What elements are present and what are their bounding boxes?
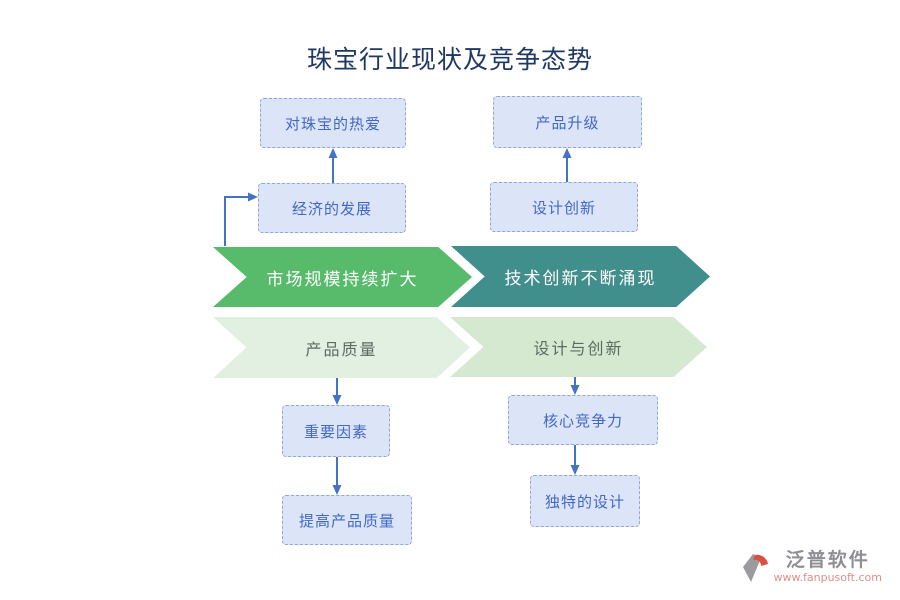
banner-design-and-innovation: 设计与创新 xyxy=(450,317,707,377)
box-product-upgrade: 产品升级 xyxy=(493,96,642,148)
watermark-url: www.fanpusoft.com xyxy=(773,570,882,584)
connector-economy-to-love xyxy=(328,148,338,183)
connector-quality-to-factor xyxy=(332,378,342,405)
banner-market-expansion: 市场规模持续扩大 xyxy=(213,247,472,307)
banner-tech-innovation: 技术创新不断涌现 xyxy=(451,246,710,307)
connector-banner-to-economy xyxy=(224,192,258,246)
watermark: 泛普软件 www.fanpusoft.com xyxy=(740,550,882,586)
box-economic-development: 经济的发展 xyxy=(258,183,406,233)
watermark-brand: 泛普软件 xyxy=(785,549,870,571)
box-important-factor: 重要因素 xyxy=(282,405,390,457)
connector-design-to-core xyxy=(570,377,580,395)
connector-factor-to-improve xyxy=(332,457,342,495)
page-title: 珠宝行业现状及竞争态势 xyxy=(306,45,593,74)
box-love-of-jewelry: 对珠宝的热爱 xyxy=(260,98,406,148)
watermark-text: 泛普软件 www.fanpusoft.com xyxy=(774,550,882,584)
connector-core-to-unique xyxy=(570,445,580,475)
box-improve-product-quality: 提高产品质量 xyxy=(282,495,412,545)
fanpu-logo-icon xyxy=(742,554,768,582)
box-core-competitiveness: 核心竞争力 xyxy=(508,395,658,445)
banner-product-quality: 产品质量 xyxy=(213,317,470,378)
connector-designinnov-to-upgrade xyxy=(562,148,572,182)
box-design-innovation: 设计创新 xyxy=(490,182,638,232)
box-unique-design: 独特的设计 xyxy=(530,475,640,527)
